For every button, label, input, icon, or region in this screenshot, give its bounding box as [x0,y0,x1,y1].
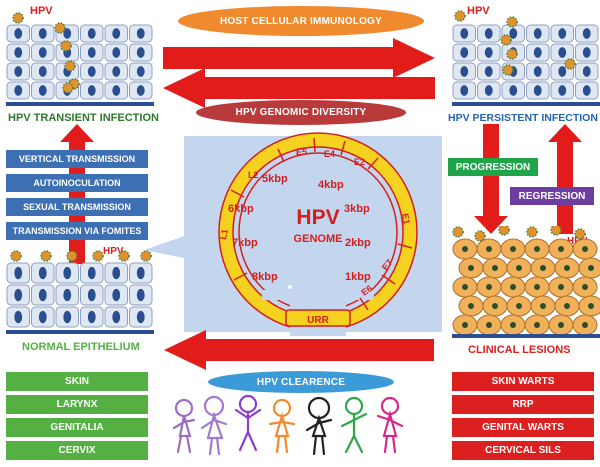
hpv-virion [10,250,22,262]
host-immunology-pill: HOST CELLULAR IMMUNOLOGY [178,6,424,36]
hpv-virion [60,40,72,52]
gene-l1: L1 [218,228,230,240]
clearence-pill: HPV CLEARENCE [208,371,394,393]
kbp-2: 2kbp [345,237,371,249]
regression-up-arrow [548,124,582,234]
progression-box: PROGRESSION [448,158,538,176]
gene-l2: L2 [248,170,259,180]
hpv-virion [12,12,24,24]
persistent-infection-epithelium [452,10,600,106]
hpv-virion [54,22,66,34]
gene-e5: E5 [296,147,307,157]
hpv-virion [502,64,514,76]
genome-subtitle: GENOME [294,233,343,245]
hpv-virion [474,230,486,242]
hpv-label-top-left: HPV [30,5,53,17]
clearence-left-arrow [164,330,434,370]
site-cervix: CERVIX [6,441,148,460]
hpv-virion [574,228,586,240]
transient-infection-epithelium [6,12,154,106]
kbp-5: 5kbp [262,173,288,185]
hpv-genome-panel: URR E5 E4 E2 E1 E7 E6 L2 L1 1kbp 2kbp 3k… [144,132,442,336]
site-skin: SKIN [6,372,148,391]
hpv-virion [506,16,518,28]
kbp-8: 8kbp [252,271,278,283]
kbp-4: 4kbp [318,179,344,191]
urr-label: URR [307,315,329,326]
lesion-genital-warts: GENITAL WARTS [452,418,594,437]
gene-e2: E2 [354,157,365,167]
lesion-rrp: RRP [452,395,594,414]
hpv-virion [526,226,538,238]
lesion-skin-warts: SKIN WARTS [452,372,594,391]
hpv-virion [454,10,466,22]
genome-title: HPV [296,206,339,229]
transmission-up-arrow [60,124,94,264]
clinical-lesions-label: CLINICAL LESIONS [468,344,571,356]
progression-down-arrow [474,124,508,234]
hpv-virion [140,250,152,262]
normal-epithelium-label: NORMAL EPITHELIUM [22,341,140,353]
hpv-virion [66,250,78,262]
genomic-diversity-pill: HPV GENOMIC DIVERSITY [196,100,406,125]
autoinoculation-box: AUTOINOCULATION [6,174,148,192]
hpv-virion [500,34,512,46]
hpv-label-mid-left: HPV [103,246,124,257]
hpv-virion [92,250,104,262]
lesion-cervical-sils: CERVICAL SILS [452,441,594,460]
site-genitalia: GENITALIA [6,418,148,437]
transient-infection-label: HPV TRANSIENT INFECTION [8,112,159,124]
hpv-virion [564,58,576,70]
hpv-virion [452,226,464,238]
kbp-1: 1kbp [345,271,371,283]
fomites-transmission-box: TRANSMISSION VIA FOMITES [6,222,148,240]
hpv-label-top-right: HPV [467,5,490,17]
hpv-virion [118,250,130,262]
hpv-virion [550,226,562,236]
site-larynx: LARYNX [6,395,148,414]
clinical-lesion-tissue [452,226,600,338]
children-drawing [172,394,404,456]
sexual-transmission-box: SEXUAL TRANSMISSION [6,198,148,216]
hpv-virion [506,48,518,60]
regression-box: REGRESSION [510,187,594,205]
gene-e4: E4 [324,149,335,159]
hpv-virion [40,250,52,262]
hpv-virion [64,60,76,72]
hpv-virion [498,226,510,236]
persistent-infection-label: HPV PERSISTENT INFECTION [448,112,598,124]
kbp-6: 6kbp [228,203,254,215]
hpv-virion [62,82,74,94]
gene-e1: E1 [400,213,412,226]
vertical-transmission-box: VERTICAL TRANSMISSION [6,150,148,168]
arrow-left-top [163,68,435,108]
arrow-right-top [163,38,435,78]
kbp-7: 7kbp [232,237,258,249]
normal-epithelium [6,250,154,334]
kbp-3: 3kbp [344,203,370,215]
